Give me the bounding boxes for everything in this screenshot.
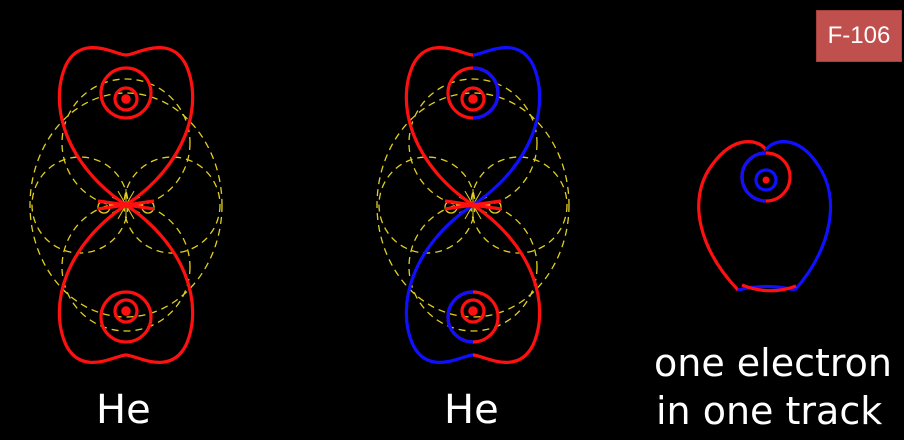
curl-core bbox=[763, 177, 770, 184]
top-tip-core bbox=[122, 95, 130, 103]
bottom-tip-core bbox=[122, 307, 130, 315]
nucleus bbox=[470, 202, 476, 208]
label-one-electron: one electron bbox=[654, 344, 892, 382]
slide-number-badge: F-106 bbox=[816, 10, 902, 62]
label-he-left: He bbox=[96, 390, 151, 430]
bottom-tip-core bbox=[469, 307, 477, 315]
nucleus bbox=[123, 202, 129, 208]
top-tip-core bbox=[469, 95, 477, 103]
slide-number-text: F-106 bbox=[828, 22, 891, 50]
label-he-middle: He bbox=[444, 390, 499, 430]
label-in-one-track: in one track bbox=[656, 392, 882, 430]
